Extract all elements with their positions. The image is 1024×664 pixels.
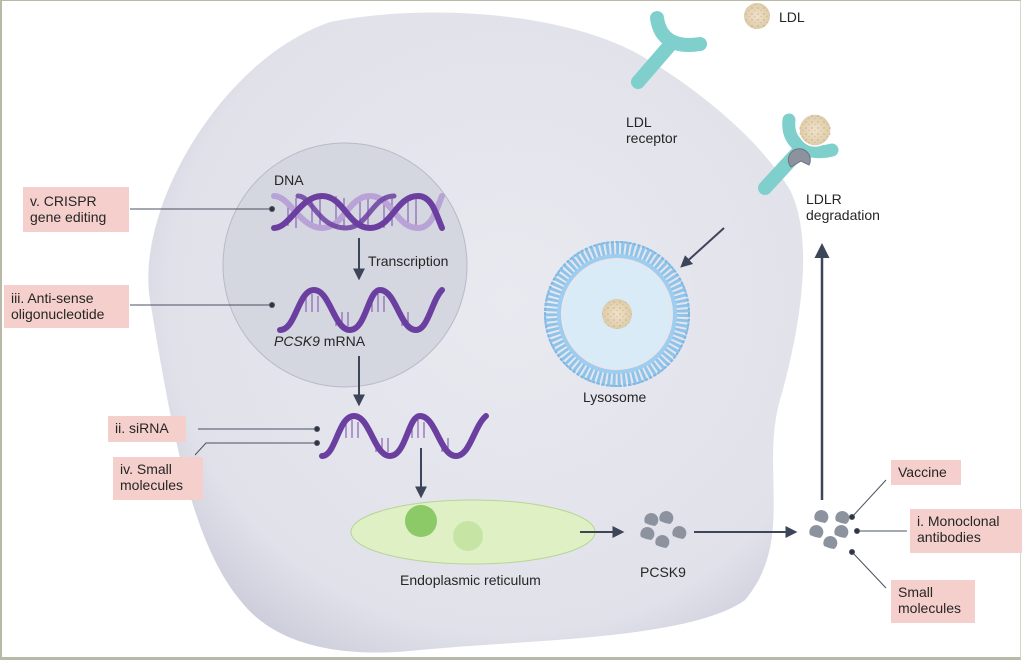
mrna-gene-name: PCSK9 <box>274 333 320 349</box>
ldlr-degradation-label: LDLR degradation <box>806 191 880 223</box>
mrna-strand-nucleus <box>277 286 445 334</box>
small-molecules-left-box: iv. Small molecules <box>113 457 203 500</box>
pcsk9-cluster-intracellular <box>640 511 687 548</box>
transcription-label: Transcription <box>368 253 449 269</box>
dna-label: DNA <box>274 172 304 188</box>
ldl-receptor-label: LDL receptor <box>626 114 677 146</box>
sirna-line1: ii. siRNA <box>115 420 169 436</box>
crispr-line2: gene editing <box>30 209 107 225</box>
mrna-suffix: mRNA <box>319 333 366 349</box>
small-molecules-right-line1: Small <box>898 584 934 600</box>
antisense-oligonucleotide-box: iii. Anti-sense oligonucleotide <box>4 285 129 328</box>
small-molecules-left-line1: iv. Small <box>120 461 172 477</box>
antisense-line2: oligonucleotide <box>11 306 105 322</box>
crispr-gene-editing-box: v. CRISPR gene editing <box>23 187 129 232</box>
pcsk9-label: PCSK9 <box>640 564 686 580</box>
vaccine-box: Vaccine <box>891 460 961 485</box>
monoclonal-line2: antibodies <box>917 529 981 545</box>
small-molecules-right-box: Small molecules <box>891 580 975 623</box>
ldl-label: LDL <box>779 9 805 25</box>
mrna-label: PCSK9 mRNA <box>274 333 365 349</box>
ldl-receptor-line2: receptor <box>626 130 678 146</box>
antisense-line1: iii. Anti-sense <box>11 290 94 306</box>
ldlr-pcsk9-complex <box>758 113 839 195</box>
ldlr-degradation-line1: LDLR <box>806 191 842 207</box>
pcsk9-cluster-extracellular <box>809 510 850 549</box>
vaccine-line1: Vaccine <box>898 464 947 480</box>
endoplasmic-reticulum-label: Endoplasmic reticulum <box>400 572 541 588</box>
ldl-particle <box>744 3 770 29</box>
small-molecules-right-line2: molecules <box>898 600 962 616</box>
sirna-box: ii. siRNA <box>108 416 186 442</box>
monoclonal-line1: i. Monoclonal <box>917 513 1000 529</box>
crispr-line1: v. CRISPR <box>30 193 97 209</box>
small-molecules-left-line2: molecules <box>120 477 184 493</box>
er-vesicle-light <box>453 521 483 551</box>
ldlr-degradation-line2: degradation <box>806 207 880 223</box>
ldl-receptor <box>631 11 707 89</box>
leader-lines <box>130 206 907 589</box>
monoclonal-antibodies-box: i. Monoclonal antibodies <box>910 509 1022 553</box>
er-vesicle-dark <box>405 505 437 537</box>
dna-helix <box>271 192 445 232</box>
mrna-strand-cytoplasm <box>319 412 489 460</box>
endocytosis-arrow <box>680 227 725 268</box>
lysosome <box>544 241 690 387</box>
ldl-receptor-line1: LDL <box>626 114 652 130</box>
lysosome-label: Lysosome <box>583 389 647 405</box>
